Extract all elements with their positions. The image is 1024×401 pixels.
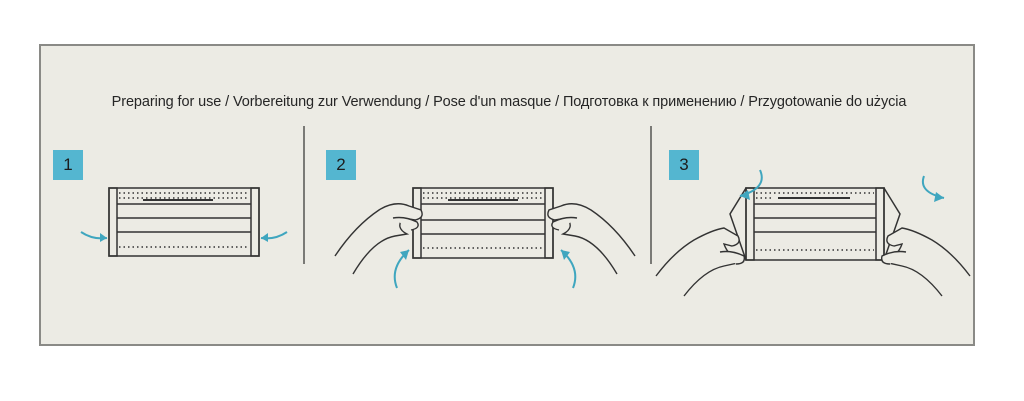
divider-1: [303, 126, 305, 264]
left-hand-icon: [334, 203, 423, 275]
step-1-illustration: [80, 187, 288, 257]
step-3-badge: 3: [669, 150, 699, 180]
divider-2: [650, 126, 652, 264]
instructions-heading: Preparing for use / Vorbereitung zur Ver…: [111, 94, 907, 110]
step-3-illustration: [655, 169, 971, 297]
right-hand-icon: [547, 203, 636, 275]
step-2-badge: 2: [326, 150, 356, 180]
instruction-card: Preparing for use / Vorbereitung zur Ver…: [39, 44, 975, 346]
left-hand-icon: [655, 227, 746, 297]
arrow-right-icon: [922, 175, 945, 199]
mask-icon: [729, 187, 901, 261]
step-2-illustration: [334, 187, 636, 289]
mask-icon: [108, 187, 260, 257]
mask-icon: [412, 187, 554, 259]
step-1-badge: 1: [53, 150, 83, 180]
right-hand-icon: [880, 227, 971, 297]
